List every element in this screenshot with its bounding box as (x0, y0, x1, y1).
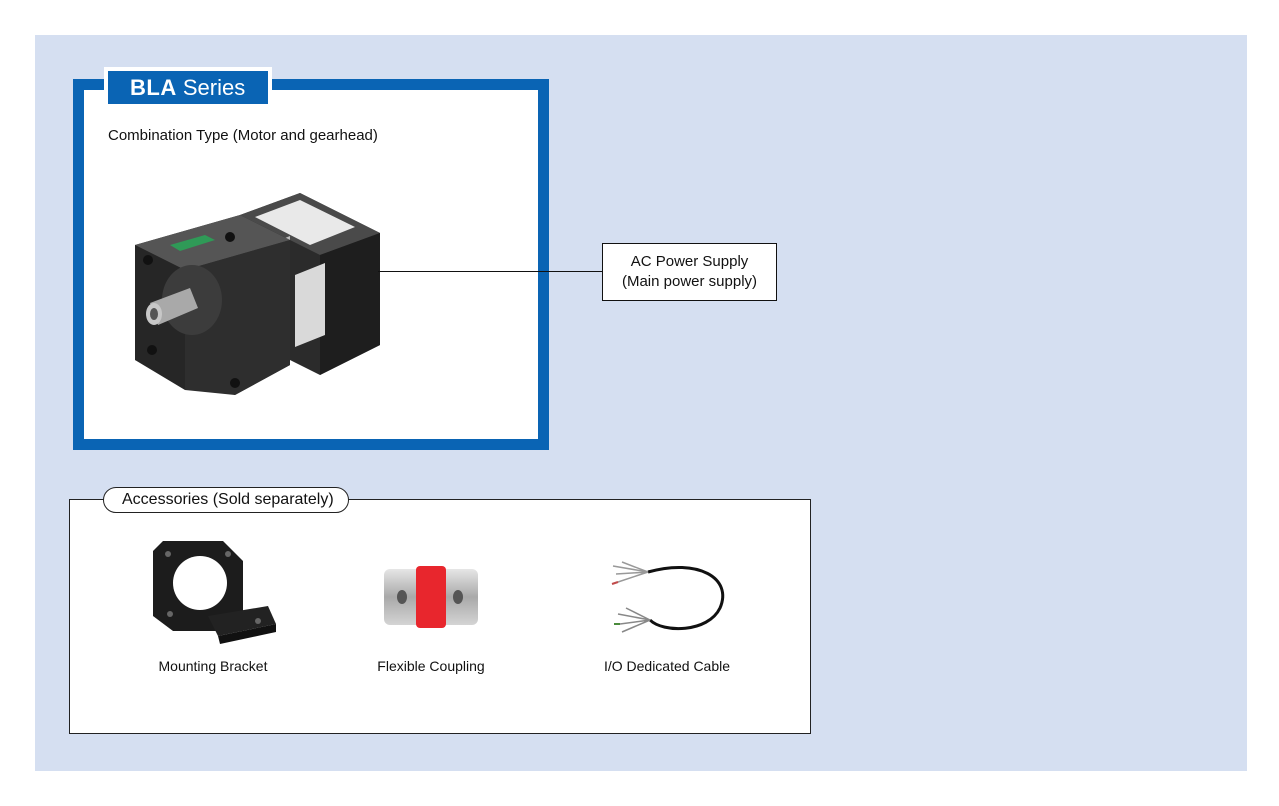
io-cable-label: I/O Dedicated Cable (603, 658, 731, 674)
power-supply-line2: (Main power supply) (621, 273, 758, 290)
io-cable-image (611, 561, 725, 633)
power-supply-line1: AC Power Supply (630, 253, 749, 270)
flexible-coupling-image (384, 566, 478, 628)
accessories-title: Accessories (Sold separately) (103, 487, 349, 513)
motor-gearhead-image (135, 193, 380, 395)
series-tab: BLA Series (104, 67, 272, 108)
power-connector-line (378, 271, 603, 272)
combination-type-label: Combination Type (Motor and gearhead) (108, 127, 378, 144)
mounting-bracket-label: Mounting Bracket (158, 658, 268, 674)
ac-power-supply-box: AC Power Supply (Main power supply) (602, 243, 777, 301)
mounting-bracket-image (153, 541, 276, 644)
series-name-bold: BLA (130, 75, 177, 100)
flexible-coupling-label: Flexible Coupling (377, 658, 485, 674)
series-name-rest: Series (182, 75, 246, 100)
